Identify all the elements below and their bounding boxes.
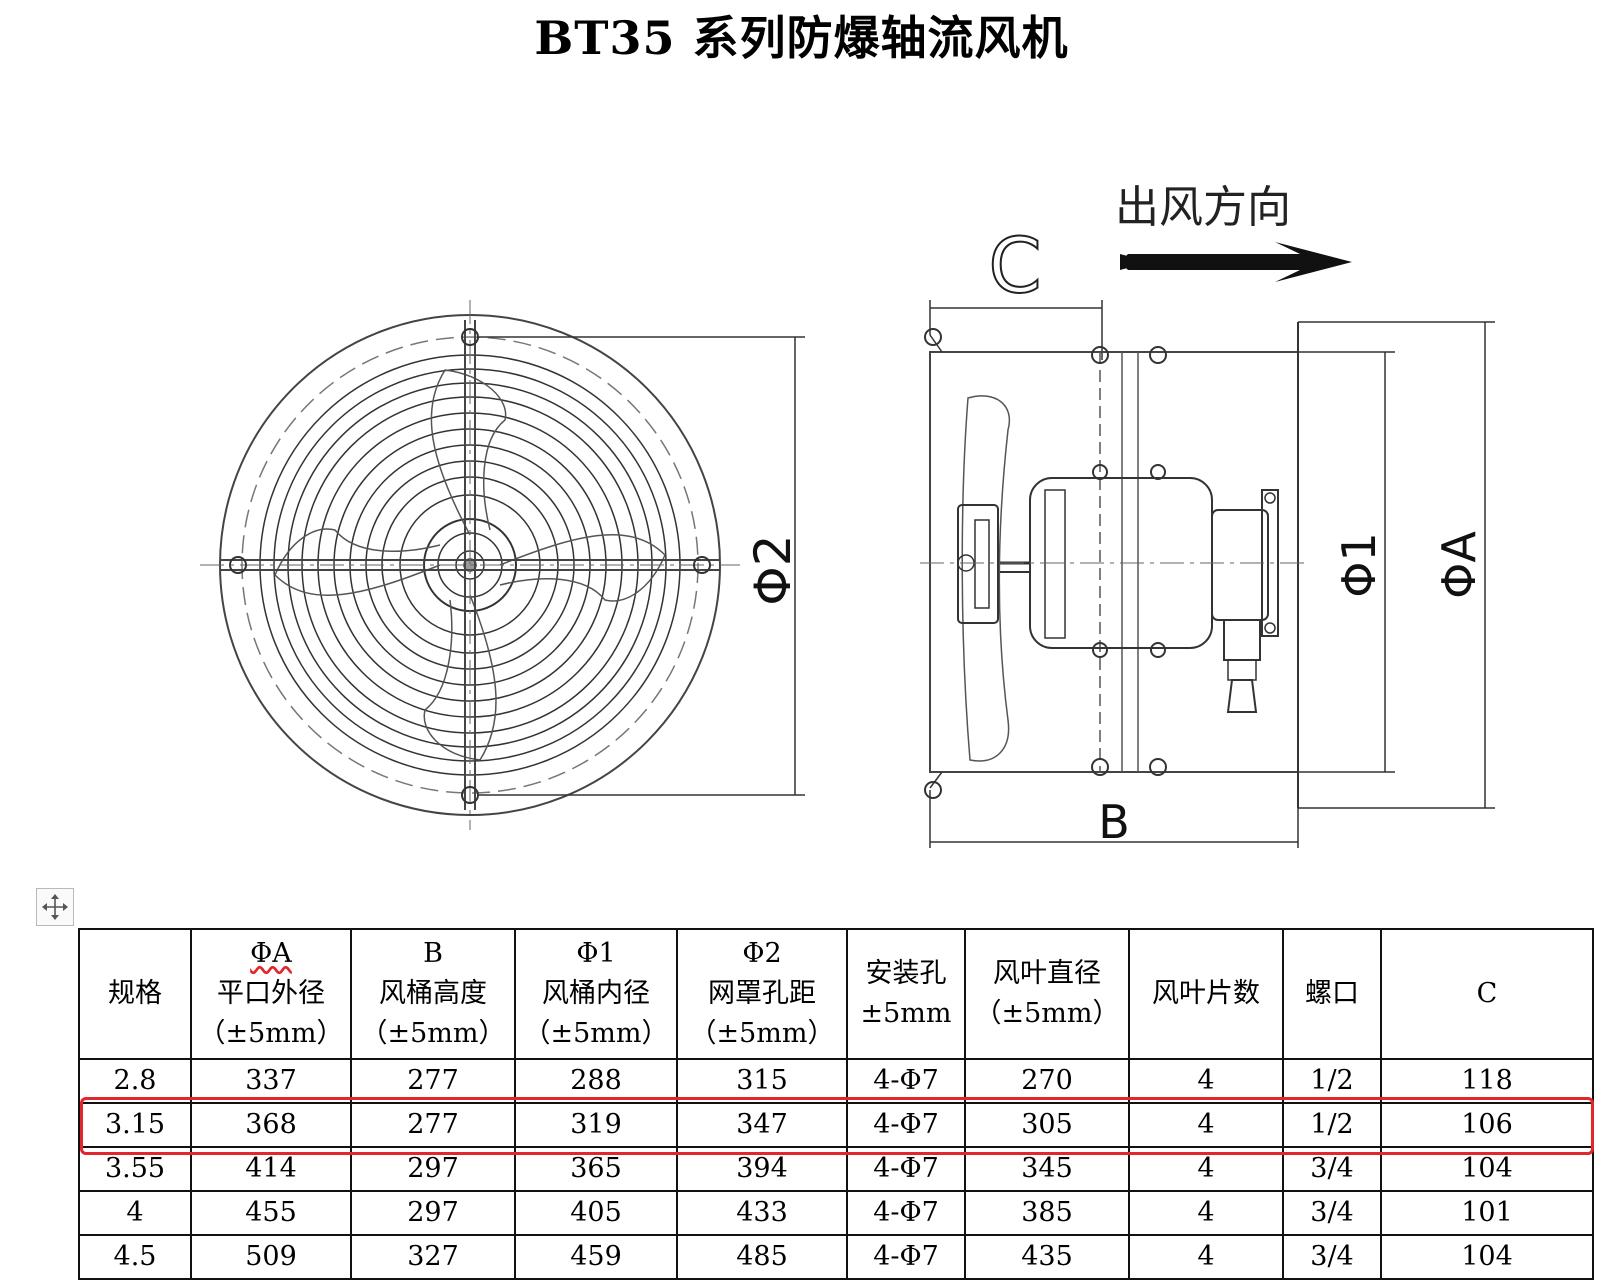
header-spec: 规格 <box>78 928 192 1060</box>
table-cell: 455 <box>190 1190 352 1236</box>
table-cell: 1/2 <box>1282 1058 1382 1104</box>
table-cell: 297 <box>350 1146 516 1192</box>
page-title: BT35 系列防爆轴流风机 <box>534 11 1069 65</box>
table-cell: 4-Φ7 <box>846 1234 966 1280</box>
table-cell: 319 <box>514 1102 678 1148</box>
table-cell: 4 <box>1128 1102 1284 1148</box>
table-cell: 104 <box>1380 1146 1594 1192</box>
table-cell: 405 <box>514 1190 678 1236</box>
table-row: 4.5 509 327 459 485 4-Φ7 435 4 3/4 104 <box>78 1234 1594 1280</box>
table-cell: 305 <box>964 1102 1130 1148</box>
header-thread: 螺口 <box>1282 928 1382 1060</box>
table-cell: 337 <box>190 1058 352 1104</box>
table-cell: 3.15 <box>78 1102 192 1148</box>
phi1-dimension-label: Φ1 <box>1332 532 1386 597</box>
table-cell: 327 <box>350 1234 516 1280</box>
table-cell: 315 <box>676 1058 848 1104</box>
front-view: Φ2 <box>200 300 805 830</box>
table-cell: 368 <box>190 1102 352 1148</box>
table-cell: 106 <box>1380 1102 1594 1148</box>
table-cell: 433 <box>676 1190 848 1236</box>
table-cell: 277 <box>350 1058 516 1104</box>
table-cell: 3/4 <box>1282 1146 1382 1192</box>
table-cell: 2.8 <box>78 1058 192 1104</box>
header-c: C <box>1380 928 1594 1060</box>
table-cell: 345 <box>964 1146 1130 1192</box>
table-cell: 459 <box>514 1234 678 1280</box>
move-arrows-icon <box>42 894 68 920</box>
table-cell: 4 <box>78 1190 192 1236</box>
header-phi1: Φ1 风桶内径 （±5mm） <box>514 928 678 1060</box>
table-cell: 385 <box>964 1190 1130 1236</box>
table-cell: 288 <box>514 1058 678 1104</box>
table-cell: 435 <box>964 1234 1130 1280</box>
table-cell: 509 <box>190 1234 352 1280</box>
table-cell: 3/4 <box>1282 1234 1382 1280</box>
side-view: 出风方向 C <box>920 182 1495 849</box>
b-dimension-label: B <box>1098 795 1130 849</box>
header-mounting-hole: 安装孔 ±5mm <box>846 928 966 1060</box>
header-blade-diameter: 风叶直径 （±5mm） <box>964 928 1130 1060</box>
table-cell: 4 <box>1128 1146 1284 1192</box>
table-cell: 394 <box>676 1146 848 1192</box>
table-cell: 277 <box>350 1102 516 1148</box>
table-cell: 4-Φ7 <box>846 1058 966 1104</box>
table-move-handle[interactable] <box>36 888 74 926</box>
phi2-dimension-label: Φ2 <box>744 534 802 605</box>
table-cell: 4.5 <box>78 1234 192 1280</box>
table-cell: 414 <box>190 1146 352 1192</box>
table-row-highlighted: 3.15 368 277 319 347 4-Φ7 305 4 1/2 106 <box>78 1102 1594 1148</box>
table-cell: 4 <box>1128 1190 1284 1236</box>
header-phi2: Φ2 网罩孔距 （±5mm） <box>676 928 848 1060</box>
table-cell: 3/4 <box>1282 1190 1382 1236</box>
table-cell: 347 <box>676 1102 848 1148</box>
table-row: 2.8 337 277 288 315 4-Φ7 270 4 1/2 118 <box>78 1058 1594 1104</box>
phia-dimension-label: ΦA <box>1432 531 1486 599</box>
fan-technical-drawing: Φ2 出风方向 C <box>200 182 1495 849</box>
table-cell: 270 <box>964 1058 1130 1104</box>
spec-table: 规格 ΦA 平口外径 （±5mm） B 风桶高度 （±5mm） Φ1 风桶内径 … <box>78 928 1594 1280</box>
header-blade-count: 风叶片数 <box>1128 928 1284 1060</box>
table-cell: 297 <box>350 1190 516 1236</box>
table-cell: 4-Φ7 <box>846 1190 966 1236</box>
table-cell: 4 <box>1128 1058 1284 1104</box>
c-dimension-label: C <box>988 221 1041 310</box>
table-cell: 104 <box>1380 1234 1594 1280</box>
header-phia: ΦA 平口外径 （±5mm） <box>190 928 352 1060</box>
table-cell: 4 <box>1128 1234 1284 1280</box>
airflow-direction-label: 出风方向 <box>1115 182 1291 233</box>
table-header-row: 规格 ΦA 平口外径 （±5mm） B 风桶高度 （±5mm） Φ1 风桶内径 … <box>78 928 1594 1060</box>
table-cell: 3.55 <box>78 1146 192 1192</box>
table-cell: 118 <box>1380 1058 1594 1104</box>
table-cell: 101 <box>1380 1190 1594 1236</box>
table-row: 4 455 297 405 433 4-Φ7 385 4 3/4 101 <box>78 1190 1594 1236</box>
table-cell: 1/2 <box>1282 1102 1382 1148</box>
table-row: 3.55 414 297 365 394 4-Φ7 345 4 3/4 104 <box>78 1146 1594 1192</box>
table-cell: 365 <box>514 1146 678 1192</box>
table-cell: 485 <box>676 1234 848 1280</box>
table-cell: 4-Φ7 <box>846 1146 966 1192</box>
header-b: B 风桶高度 （±5mm） <box>350 928 516 1060</box>
table-cell: 4-Φ7 <box>846 1102 966 1148</box>
